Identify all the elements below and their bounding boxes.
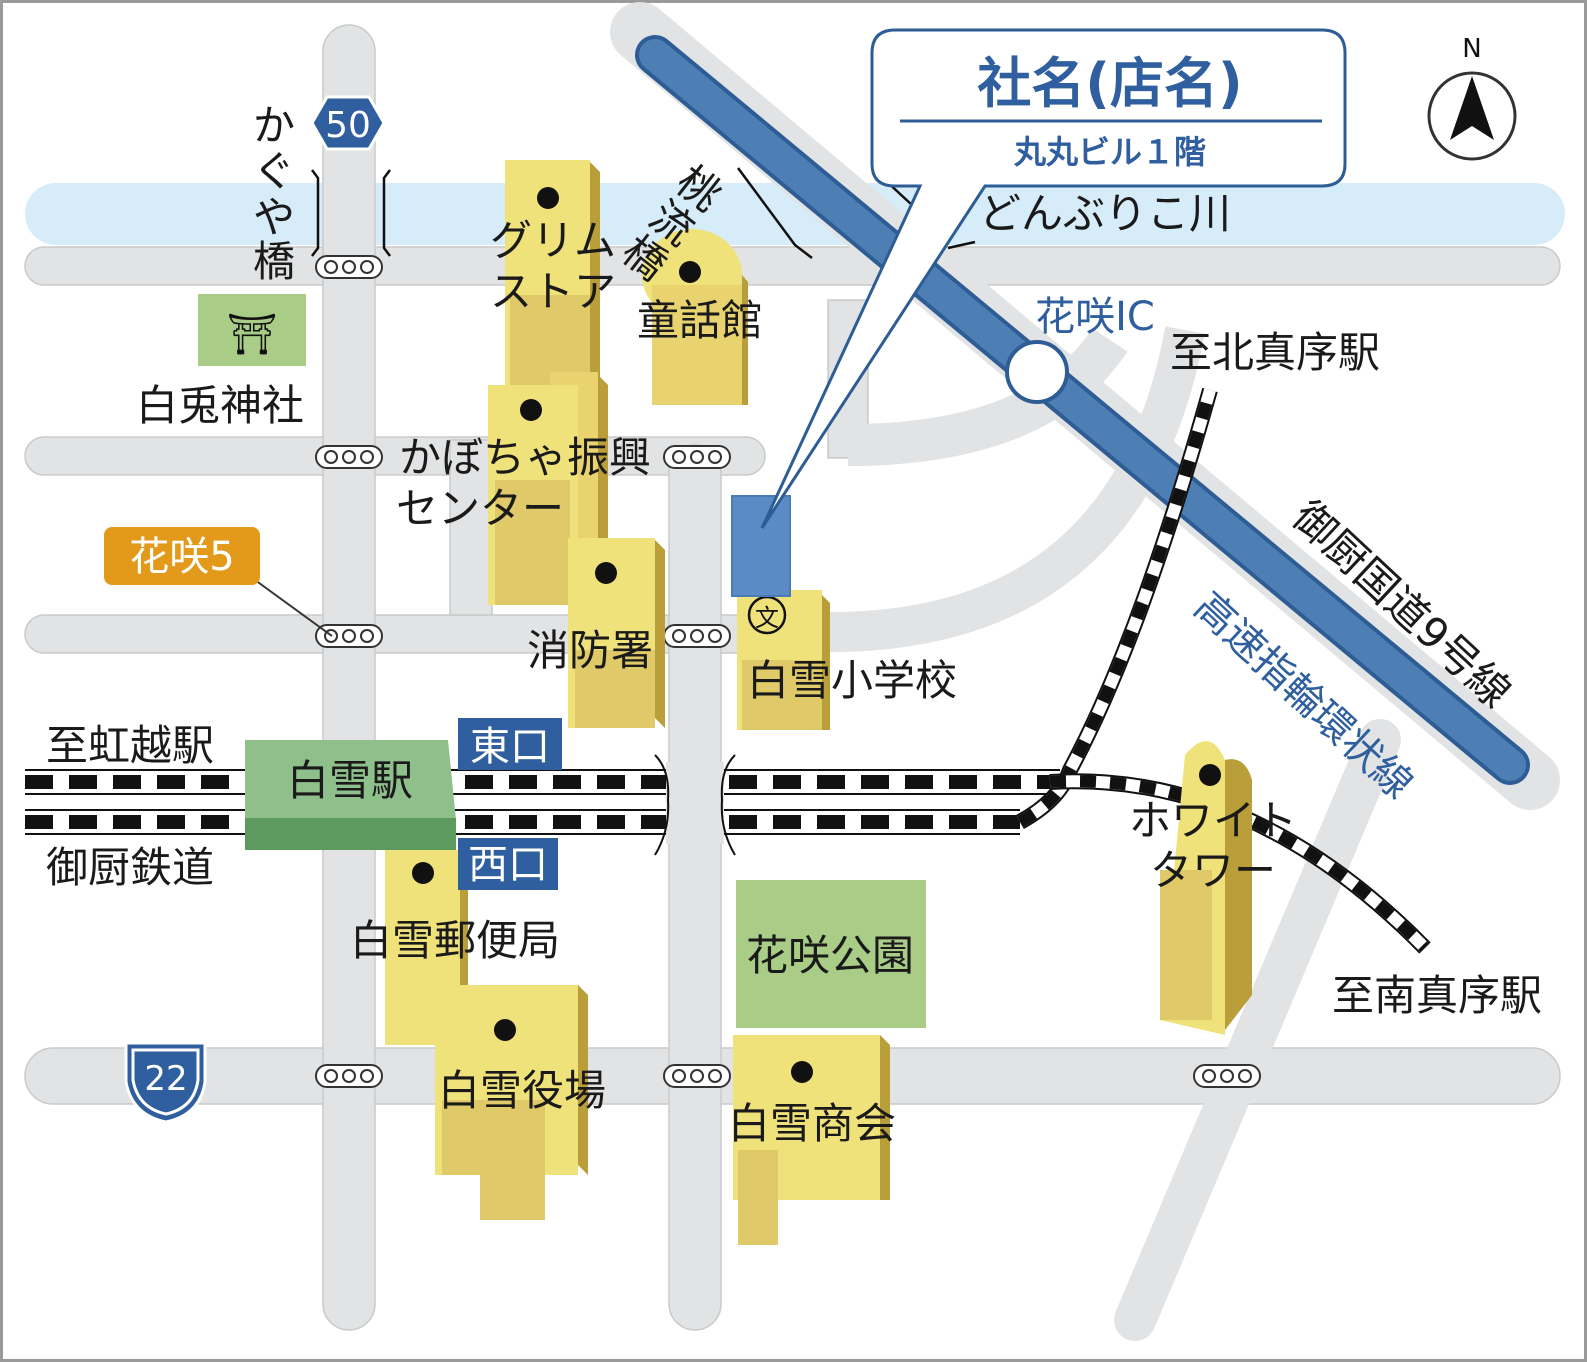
shrine-area <box>198 294 306 366</box>
station-building <box>245 740 456 820</box>
compass-needle <box>1450 76 1494 140</box>
marker-dot <box>1199 764 1221 786</box>
route-22-label: 22 <box>144 1059 187 1099</box>
marker-dot <box>494 1019 516 1041</box>
north-destination-label: 至北真序駅 <box>1170 328 1380 377</box>
marker-dot <box>412 862 434 884</box>
road-vertical-1 <box>322 24 376 1331</box>
company-callout-bubble <box>760 28 1347 529</box>
building-grim-store <box>505 160 600 390</box>
compass-icon: N <box>1427 34 1517 161</box>
kaguya-bridge-mark-left <box>311 169 320 257</box>
marker-dot <box>537 187 559 209</box>
west-destination-label: 至虹越駅 <box>46 721 214 770</box>
fire-station-label: 消防署 <box>527 626 653 675</box>
school-icon-label: 文 <box>755 604 779 632</box>
railway-branch-north <box>1017 388 1216 828</box>
grim-store-label-1: グリム <box>490 216 616 265</box>
interchange-label: 花咲IC <box>1035 294 1155 340</box>
underpass-edge-left <box>654 754 670 856</box>
road-diagonal-south <box>1114 719 1401 1341</box>
marker-dot <box>679 261 701 283</box>
bus-stop-label: 花咲5 <box>129 534 234 580</box>
traffic-lights <box>315 255 1261 1088</box>
railway-main <box>25 768 1085 836</box>
road-vertical-short <box>449 439 493 616</box>
railway-branches <box>1016 387 1431 954</box>
bus-stop-leader <box>254 579 333 637</box>
route-22-shield <box>124 1041 207 1124</box>
interchange-marker <box>1005 340 1069 404</box>
highway <box>639 39 1526 781</box>
south-destination-label: 至南真序駅 <box>1332 971 1542 1020</box>
kaguya-bridge-char: や <box>253 193 295 242</box>
road-curve-lower <box>829 326 1205 652</box>
park-area <box>736 880 926 1028</box>
underpass-edge-right <box>720 754 736 856</box>
marker-dot <box>595 562 617 584</box>
west-exit-badge <box>458 838 558 890</box>
traffic-light <box>315 624 383 648</box>
kaguya-bridge-char: ぐ <box>253 147 295 196</box>
east-exit-label: 東口 <box>470 724 550 770</box>
fairy-hall-label: 童話館 <box>637 296 763 345</box>
torii-icon: ⛩ <box>227 312 278 358</box>
shopping-label: 白雪商会 <box>728 1099 896 1148</box>
pumpkin-center-label-1: かぼちゃ振興 <box>399 433 651 482</box>
building-shopping <box>733 1035 890 1245</box>
building-town-hall <box>435 985 588 1220</box>
touryu-bridge-mark <box>736 167 813 259</box>
route-50-shield <box>310 95 386 151</box>
buildings <box>385 160 1252 1245</box>
pumpkin-center-label-2: センター <box>396 484 564 533</box>
traffic-light <box>663 445 731 469</box>
east-exit-badge <box>458 718 562 770</box>
marker-dot <box>520 399 542 421</box>
compass-north-label: N <box>1462 34 1481 64</box>
west-exit-label: 西口 <box>468 842 548 888</box>
white-tower-label-2: タワー <box>1150 846 1276 895</box>
kaguya-bridge-char: か <box>253 101 295 150</box>
river <box>25 183 1565 245</box>
traffic-light <box>1193 1064 1261 1088</box>
post-office-label: 白雪郵便局 <box>350 916 560 965</box>
building-markers <box>412 187 1221 1083</box>
rail-underpass <box>666 762 724 844</box>
bus-stop-badge <box>104 527 260 585</box>
marker-dot <box>791 1061 813 1083</box>
traffic-light <box>315 445 383 469</box>
park-label: 花咲公園 <box>746 931 914 980</box>
shrine-label: 白兎神社 <box>136 381 304 430</box>
grim-store-label-2: ストア <box>490 267 616 316</box>
company-name: 社名(店名) <box>977 52 1242 115</box>
kaguya-bridge-char: 橋 <box>253 237 295 286</box>
company-floor: 丸丸ビル１階 <box>1013 133 1206 171</box>
road-horizontal-1 <box>24 246 1561 286</box>
target-building <box>731 495 791 597</box>
station-platform <box>245 818 456 850</box>
kaguya-bridge-mark-right <box>382 169 391 257</box>
route-50-label: 50 <box>325 105 371 146</box>
town-hall-label: 白雪役場 <box>438 1066 606 1115</box>
station-label: 白雪駅 <box>287 756 413 805</box>
route-22-shield-inner <box>131 1048 200 1116</box>
school-label: 白雪小学校 <box>747 656 957 705</box>
traffic-light <box>663 624 731 648</box>
river-label: どんぶりこ川 <box>979 189 1231 238</box>
traffic-light <box>315 255 383 279</box>
traffic-light <box>663 1064 731 1088</box>
company-callout: 社名(店名) 丸丸ビル１階 <box>760 28 1347 529</box>
traffic-light <box>315 1064 383 1088</box>
building-white-tower <box>1160 741 1252 1035</box>
white-tower-label-1: ホワイト <box>1129 796 1297 845</box>
railway-label: 御厨鉄道 <box>46 843 214 892</box>
road-horizontal-2 <box>24 436 766 476</box>
interchange-bridge-mark-right <box>947 240 976 250</box>
road-vertical-2 <box>668 444 722 1331</box>
road-curve-upper <box>847 327 1128 466</box>
